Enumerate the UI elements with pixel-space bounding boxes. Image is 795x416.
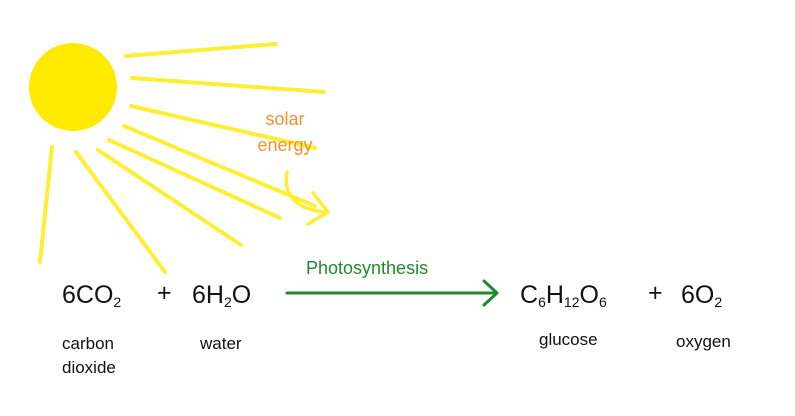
solar-energy-label: solar energy <box>240 106 330 158</box>
product-glucose-formula: C6H12O6 <box>520 281 607 310</box>
product-oxygen-formula: 6O2 <box>681 281 723 310</box>
sun-rays <box>38 42 326 274</box>
sun-icon <box>29 43 117 131</box>
reaction-arrow <box>285 279 499 307</box>
reactant-h2o-name: water <box>200 334 242 353</box>
plus-sign: + <box>648 279 663 307</box>
sun-ray <box>122 124 317 208</box>
product-oxygen-name: oxygen <box>676 332 731 351</box>
process-label: Photosynthesis <box>306 258 429 278</box>
sun-ray <box>38 145 54 264</box>
sun-ray <box>74 150 167 274</box>
plus-sign: + <box>157 279 172 307</box>
reactant-h2o-formula: 6H2O <box>192 281 252 310</box>
sun-ray <box>130 76 326 94</box>
solar-energy-line1: solar <box>265 109 305 129</box>
product-glucose-name: glucose <box>539 330 598 349</box>
reactant-co2-name: carbon dioxide <box>62 334 116 377</box>
sun-ray <box>107 138 282 220</box>
solar-energy-line2: energy <box>257 135 313 155</box>
reactant-co2-formula: 6CO2 <box>62 281 122 310</box>
energy-arrow <box>284 170 330 226</box>
sun-ray <box>124 42 278 58</box>
sun-ray <box>129 104 317 150</box>
sun-ray <box>96 148 243 247</box>
